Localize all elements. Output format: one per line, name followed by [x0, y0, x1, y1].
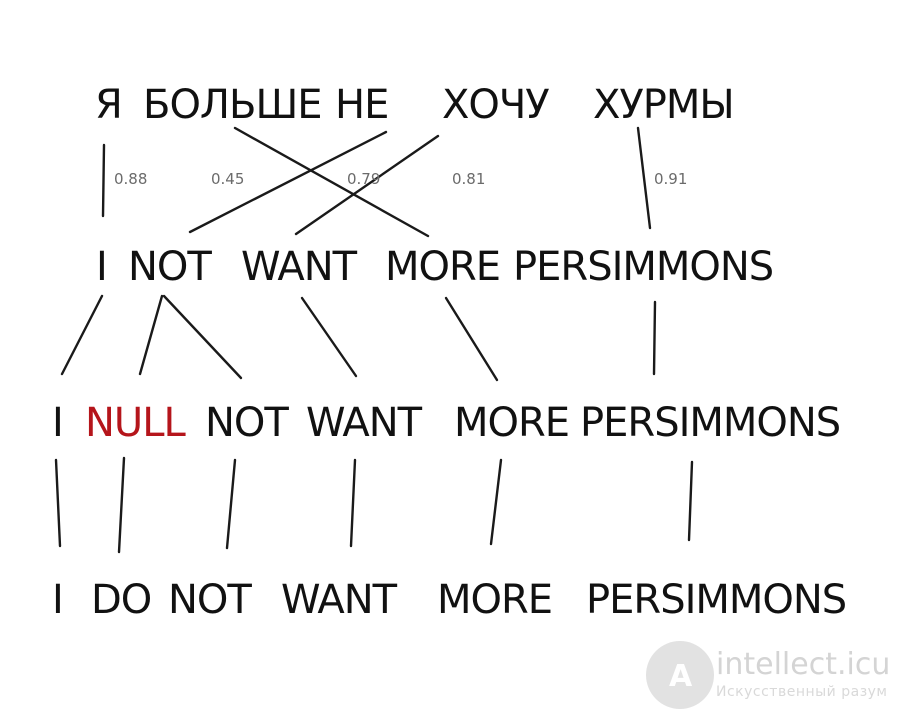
ru-word-bolshe: БОЛЬШЕ	[143, 82, 322, 128]
final-link-not	[225, 458, 237, 550]
watermark-tagline: Искусственный разум	[716, 684, 888, 700]
null-row-word-more: MORE	[454, 400, 569, 446]
final-link-persimmons	[687, 460, 694, 542]
link-i-i	[60, 294, 104, 376]
ru-word-ne: НЕ	[335, 82, 388, 128]
aligned-row: I NOT WANT MORE PERSIMMONS	[96, 244, 774, 290]
en-word-persimmons: PERSIMMONS	[513, 244, 773, 290]
alignment-lines-ru-en	[101, 126, 652, 238]
en-word-want: WANT	[241, 244, 358, 290]
ru-word-ya: Я	[95, 82, 122, 128]
prob-label-hurmy: 0.91	[654, 170, 687, 188]
align-line-hurmy-persimmons	[636, 126, 652, 230]
null-row-word-not: NOT	[205, 400, 289, 446]
null-row-word-persimmons: PERSIMMONS	[580, 400, 840, 446]
prob-label-bolshe: 0.45	[211, 170, 244, 188]
final-row: I DO NOT WANT MORE PERSIMMONS	[52, 577, 847, 623]
final-word-i: I	[52, 577, 63, 623]
watermark-name: intellect.icu	[716, 647, 890, 682]
ru-word-hochu: ХОЧУ	[442, 82, 549, 128]
final-link-i	[54, 458, 62, 548]
link-want-want	[300, 296, 358, 378]
null-token: NULL	[85, 400, 186, 446]
final-link-null-do	[117, 456, 126, 554]
final-word-not: NOT	[168, 577, 252, 623]
final-word-persimmons: PERSIMMONS	[586, 577, 846, 623]
en-word-i: I	[96, 244, 107, 290]
watermark-logo-glyph-icon: A	[669, 659, 693, 694]
link-not-null	[138, 294, 164, 376]
align-line-ya-i	[101, 143, 106, 218]
link-persimmons-persimmons	[652, 300, 657, 376]
null-row-word-want: WANT	[306, 400, 423, 446]
russian-row: Я БОЛЬШЕ НЕ ХОЧУ ХУРМЫ	[95, 82, 735, 128]
final-word-do: DO	[91, 577, 151, 623]
probability-labels: 0.88 0.45 0.79 0.81 0.91	[114, 170, 687, 188]
watermark-logo-icon	[646, 641, 714, 709]
prob-label-ne: 0.79	[347, 170, 380, 188]
null-row-word-i: I	[52, 400, 63, 446]
link-more-more	[444, 296, 499, 382]
align-line-bolshe-more	[233, 126, 430, 238]
alignment-lines-final	[54, 456, 694, 554]
prob-label-hochu: 0.81	[452, 170, 485, 188]
link-not-not	[162, 294, 243, 380]
align-line-hochu-want	[294, 134, 440, 236]
en-word-not: NOT	[128, 244, 212, 290]
align-line-ne-not	[188, 130, 388, 234]
ru-word-hurmy: ХУРМЫ	[593, 82, 734, 128]
watermark: A intellect.icu Искусственный разум	[646, 641, 890, 709]
alignment-lines-null-insertion	[60, 294, 657, 382]
final-link-more	[489, 458, 503, 546]
final-word-more: MORE	[437, 577, 552, 623]
en-word-more: MORE	[385, 244, 500, 290]
prob-label-ya: 0.88	[114, 170, 147, 188]
final-word-want: WANT	[281, 577, 398, 623]
null-row: I NULL NOT WANT MORE PERSIMMONS	[52, 400, 841, 446]
final-link-want	[349, 458, 357, 548]
